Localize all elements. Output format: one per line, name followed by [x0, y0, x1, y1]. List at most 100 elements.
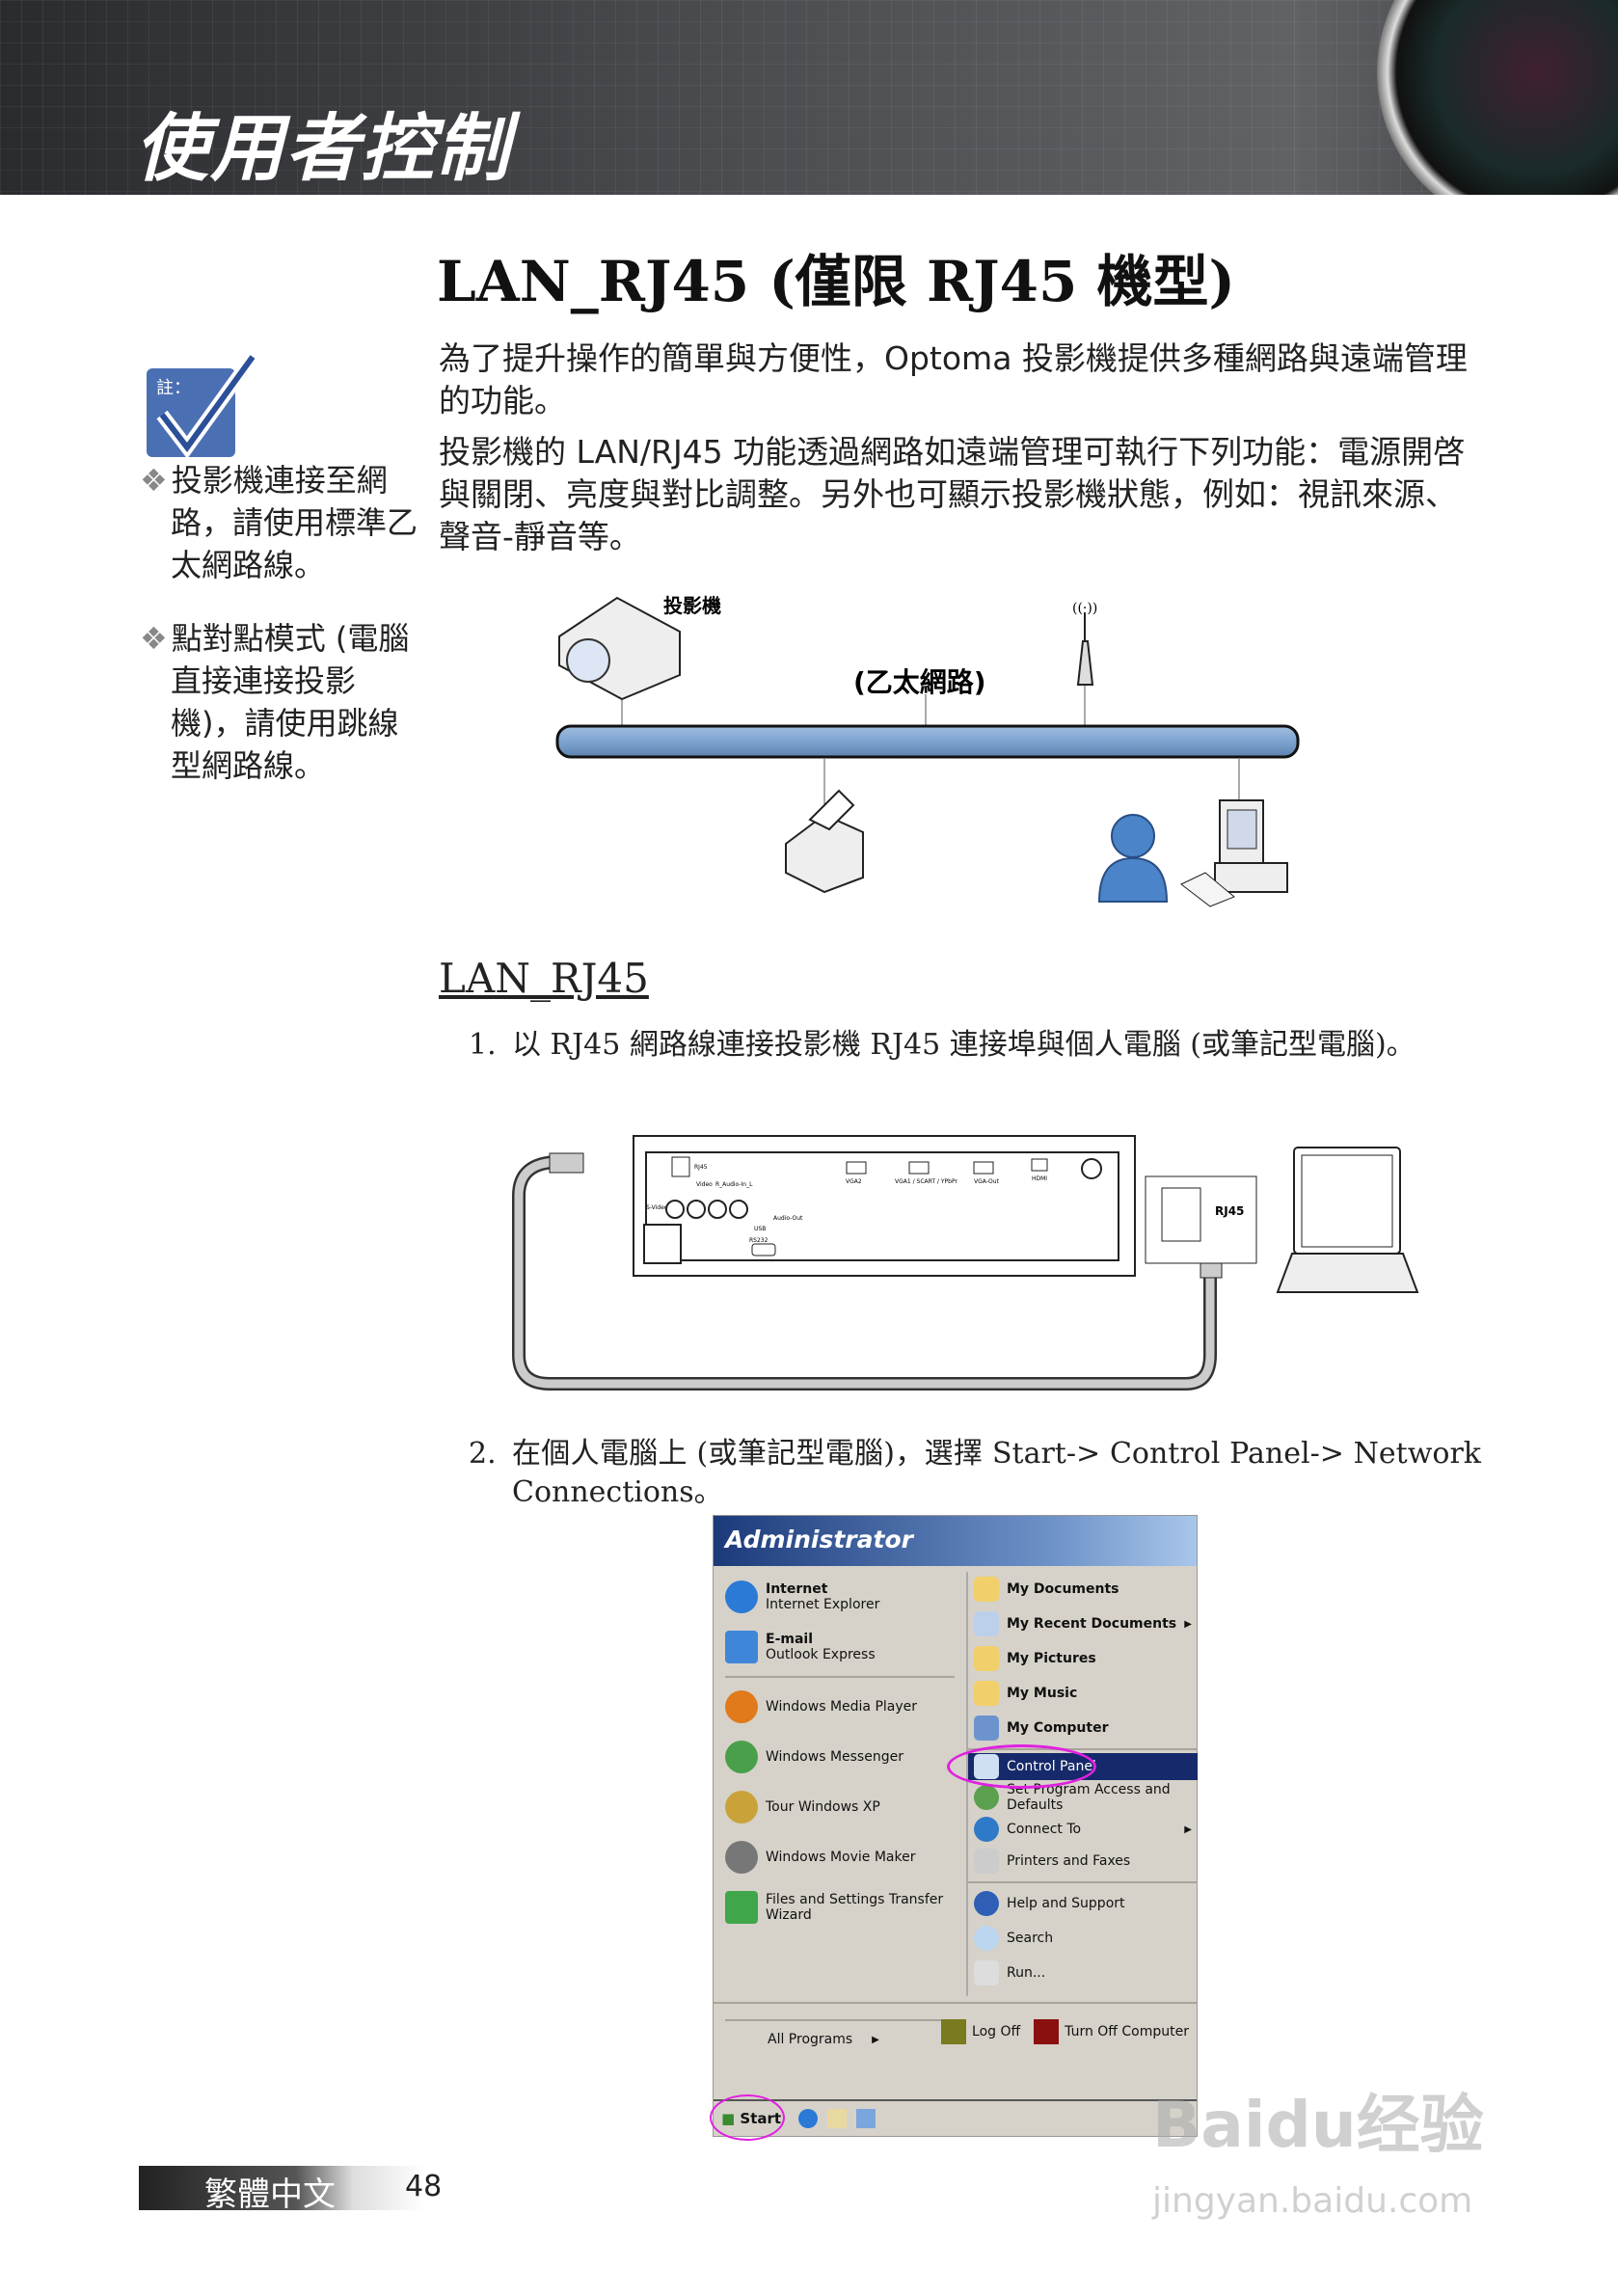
svg-text:RJ45: RJ45 [694, 1164, 708, 1171]
menu-item-movie-maker[interactable]: Windows Movie Maker [719, 1832, 960, 1882]
chapter-title: 使用者控制 [135, 105, 511, 191]
rj45-plug-icon [549, 1152, 584, 1174]
arrow-right-icon: ▶ [1184, 1618, 1192, 1630]
wireless-ap-icon: ((·)) [1072, 601, 1097, 686]
svg-text:HDMI: HDMI [1032, 1175, 1047, 1182]
desktop-computer-icon [1180, 799, 1288, 907]
user-icon [1097, 814, 1169, 903]
program-access-icon [974, 1785, 999, 1810]
projector-label: 投影機 [663, 594, 721, 617]
menu-item-printers[interactable]: Printers and Faxes [968, 1844, 1198, 1878]
lens-image [1377, 0, 1618, 195]
folder-icon [974, 1577, 999, 1602]
menu-item-control-panel[interactable]: Control Panel [947, 1744, 1198, 1789]
svg-text:USB: USB [754, 1226, 766, 1232]
menu-item-run[interactable]: Run... [968, 1956, 1198, 1990]
ethernet-pipe [555, 724, 1300, 759]
step-1-text: 以 RJ45 網路線連接投影機 RJ45 連接埠與個人電腦 (或筆記型電腦)。 [512, 1028, 1416, 1062]
start-button[interactable]: ■ Start [710, 2094, 789, 2141]
intro-paragraph-2: 投影機的 LAN/RJ45 功能透過網路如遠端管理可執行下列功能：電源開啓與關閉… [439, 433, 1466, 555]
network-label: (乙太網路) [853, 666, 986, 698]
sidebar-note-2: ❖點對點模式 (電腦直接連接投影機)，請使用跳線型網路線。 [140, 620, 410, 784]
computer-icon [974, 1715, 999, 1741]
svg-text:S-Video: S-Video [646, 1204, 668, 1211]
page-title: LAN_RJ45 (僅限 RJ45 機型) [437, 249, 1235, 314]
svg-text:RS232: RS232 [749, 1237, 769, 1244]
intro-paragraph-1: 為了提升操作的簡單與方便性，Optoma 投影機提供多種網路與遠端管理的功能。 [439, 339, 1468, 419]
menu-item-help[interactable]: Help and Support [968, 1886, 1198, 1921]
rj45-connection-diagram: RJ45 S-Video Video R_Audio-In_L USB Audi… [512, 1135, 1419, 1391]
help-icon [974, 1891, 999, 1916]
movie-maker-icon [725, 1841, 758, 1874]
search-icon [974, 1926, 999, 1951]
chapter-header: 使用者控制 [0, 0, 1618, 195]
step-2-number: 2. [469, 1437, 497, 1471]
projector-rear-panel: RJ45 S-Video Video R_Audio-In_L USB Audi… [633, 1135, 1136, 1277]
svg-text:Audio-Out: Audio-Out [773, 1215, 803, 1222]
power-icon [1034, 2019, 1060, 2044]
menu-item-my-computer[interactable]: My Computer [968, 1711, 1198, 1745]
footer-language-bar: 繁體中文 48 [139, 2166, 442, 2214]
menu-item-recent-documents[interactable]: My Recent Documents▶ [968, 1607, 1198, 1641]
menu-item-search[interactable]: Search [968, 1921, 1198, 1956]
notepad-quicklaunch-icon[interactable] [827, 2109, 848, 2128]
printer-icon [974, 1849, 999, 1874]
svg-text:VGA1 / SCART / YPbPr: VGA1 / SCART / YPbPr [895, 1178, 957, 1185]
tour-xp-icon [725, 1791, 758, 1823]
start-menu-user: Administrator [714, 1516, 1197, 1566]
power-socket [643, 1224, 682, 1264]
music-folder-icon [974, 1681, 999, 1706]
printer-icon [785, 789, 864, 894]
svg-text:註：: 註： [156, 378, 191, 398]
baidu-watermark: Baidu经验 [1152, 2088, 1484, 2162]
svg-text:Video: Video [696, 1181, 713, 1188]
start-menu-right-pane: My Documents My Recent Documents▶ My Pic… [947, 1572, 1198, 1996]
diamond-bullet-icon: ❖ [140, 462, 168, 499]
menu-item-my-documents[interactable]: My Documents [968, 1572, 1198, 1607]
run-icon [974, 1960, 999, 1985]
menu-item-tour-xp[interactable]: Tour Windows XP [719, 1782, 960, 1832]
menu-item-media-player[interactable]: Windows Media Player [719, 1682, 960, 1732]
baidu-watermark-url: jingyan.baidu.com [1152, 2181, 1473, 2221]
arrow-right-icon: ▶ [872, 2034, 879, 2045]
menu-item-my-pictures[interactable]: My Pictures [968, 1641, 1198, 1676]
svg-text:VGA-Out: VGA-Out [974, 1178, 1000, 1185]
desktop-quicklaunch-icon[interactable] [856, 2109, 876, 2128]
ie-quicklaunch-icon[interactable] [798, 2109, 819, 2128]
svg-text:R_Audio-In_L: R_Audio-In_L [715, 1181, 753, 1188]
pictures-folder-icon [974, 1646, 999, 1671]
laptop-icon [1276, 1147, 1419, 1293]
laptop-rj45-label: RJ45 [1215, 1204, 1244, 1218]
section-title: LAN_RJ45 [439, 955, 649, 1002]
menu-item-my-music[interactable]: My Music [968, 1676, 1198, 1711]
all-programs-button[interactable]: All Programs▶ [768, 2032, 879, 2047]
log-off-button[interactable]: Log Off [941, 2019, 1020, 2044]
sidebar-note-1: ❖投影機連接至網路，請使用標準乙太網路線。 [140, 462, 418, 583]
step-1-number: 1. [469, 1028, 497, 1062]
internet-explorer-icon [725, 1580, 758, 1613]
footer-language: 繁體中文 [204, 2175, 336, 2214]
menu-item-messenger[interactable]: Windows Messenger [719, 1732, 960, 1782]
arrow-right-icon: ▶ [1184, 1823, 1192, 1835]
note-checkmark-icon: 註： [145, 352, 258, 459]
projector-icon [558, 596, 681, 701]
page-number: 48 [405, 2170, 443, 2203]
diamond-bullet-icon: ❖ [140, 620, 168, 657]
transfer-wizard-icon [725, 1891, 758, 1924]
svg-text:VGA2: VGA2 [846, 1178, 862, 1185]
highlight-circle [947, 1744, 1096, 1789]
menu-item-transfer-wizard[interactable]: Files and Settings Transfer Wizard [719, 1882, 960, 1932]
laptop-rj45-port [1161, 1187, 1201, 1242]
taskbar: ■ Start [710, 2094, 1197, 2141]
turn-off-button[interactable]: Turn Off Computer [1034, 2019, 1189, 2044]
menu-item-connect-to[interactable]: Connect To▶ [968, 1815, 1198, 1844]
rj45-port [671, 1156, 690, 1177]
svg-text:((·)): ((·)) [1072, 601, 1097, 616]
messenger-icon [725, 1741, 758, 1773]
outlook-express-icon [725, 1631, 758, 1663]
media-player-icon [725, 1690, 758, 1723]
globe-icon [974, 1817, 999, 1842]
